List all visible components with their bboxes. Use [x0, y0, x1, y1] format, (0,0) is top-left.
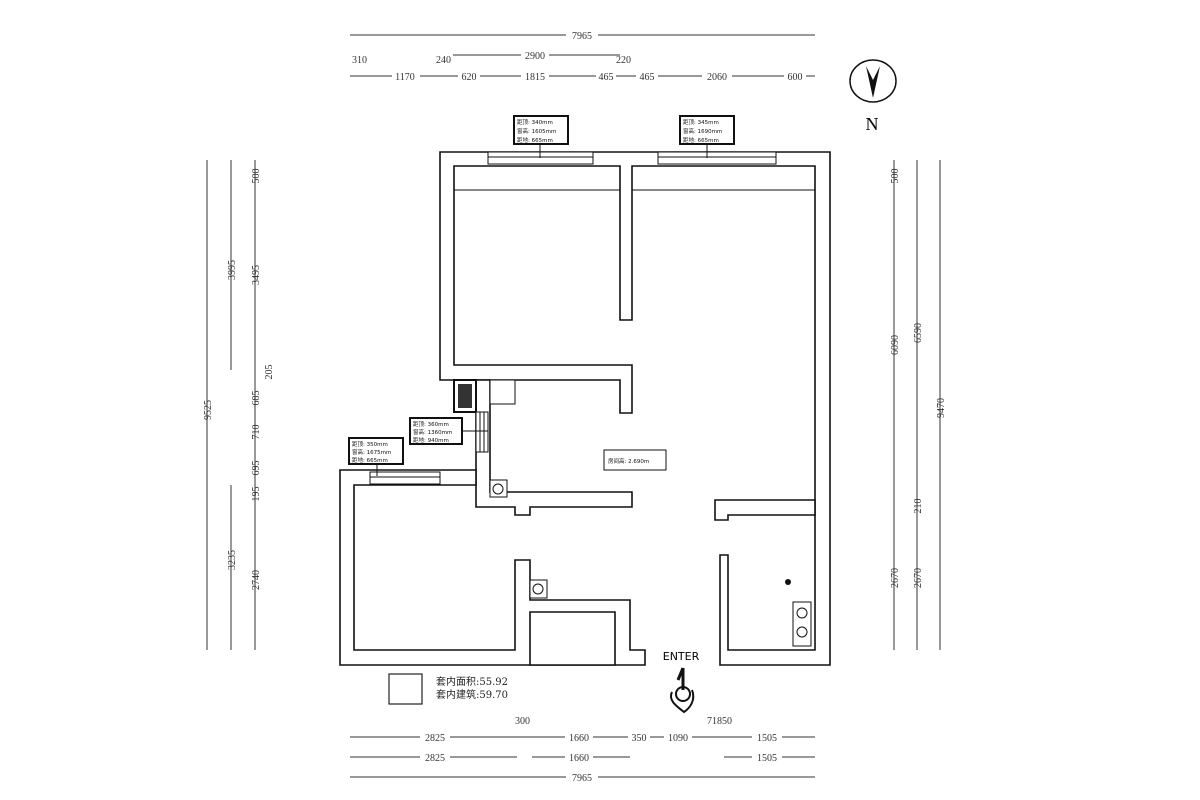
dim-label: 2740 — [251, 570, 262, 590]
window — [475, 411, 489, 453]
inner-area-label: 套内面积:55.92 — [436, 675, 508, 688]
north-compass-icon: N — [849, 59, 897, 134]
dim-label: 2060 — [707, 72, 727, 83]
tag-line: 窗高: 1675mm — [352, 448, 391, 456]
sink-icon — [792, 601, 812, 647]
dim-label: 2825 — [425, 733, 445, 744]
dim-label: 3495 — [251, 265, 262, 285]
bottom-dimensions: 300 71850 2825 1660 350 1090 1505 2825 1… — [350, 716, 815, 784]
window-tag: 距顶: 350mm 窗高: 1675mm 距地: 665mm — [348, 437, 404, 476]
dim-label: 500 — [890, 169, 901, 184]
left-dimensions: 9525 3995 3235 500 3495 685 710 695 195 … — [203, 160, 275, 650]
dim-label: 2670 — [890, 568, 901, 588]
tag-line: 窗高: 1360mm — [413, 428, 452, 436]
dim-label: 71850 — [707, 716, 732, 727]
walls — [339, 151, 831, 666]
top-dimensions: 7965 2900 310 240 220 1170 620 1815 465 … — [350, 29, 815, 83]
dim-label: 695 — [251, 461, 262, 476]
dim-span: 2900 — [525, 51, 545, 62]
tag-line: 距地: 665mm — [352, 456, 388, 464]
room-height-tag: 房间高: 2.690m — [603, 449, 667, 471]
dim-label: 465 — [640, 72, 655, 83]
tag-line: 窗高: 1690mm — [683, 127, 722, 135]
dim-label: 205 — [264, 365, 275, 380]
window-tag: 距顶: 360mm 窗高: 1360mm 距地: 940mm — [409, 417, 488, 445]
dim-label: 1815 — [525, 72, 545, 83]
right-dimensions: 500 6090 2670 6590 210 2670 9470 — [890, 160, 947, 650]
tag-line: 窗高: 1605mm — [517, 127, 556, 135]
dim-label: 3995 — [227, 260, 238, 280]
drain-icon — [529, 579, 548, 599]
tag-line: 距顶: 345mm — [683, 119, 719, 126]
dim-label: 2670 — [913, 568, 924, 588]
gas-meter-icon — [785, 579, 791, 585]
dim-label: 1090 — [668, 733, 688, 744]
dim-total-bottom: 7965 — [572, 773, 592, 784]
dim-label: 9525 — [203, 400, 214, 420]
dim-label: 1660 — [569, 733, 589, 744]
dim-label: 500 — [251, 169, 262, 184]
dim-label: 1505 — [757, 733, 777, 744]
tag-line: 距顶: 360mm — [413, 421, 449, 428]
dim-label: 6090 — [890, 335, 901, 355]
dim-label: 1505 — [757, 753, 777, 764]
dim-label: 210 — [913, 499, 924, 514]
dim-label: 310 — [352, 55, 367, 66]
dim-label: 3235 — [227, 550, 238, 570]
dim-label: 1170 — [395, 72, 415, 83]
dim-label: 220 — [616, 55, 631, 66]
dim-label: 2825 — [425, 753, 445, 764]
dim-label: 685 — [251, 391, 262, 406]
tag-line: 距地: 665mm — [517, 136, 553, 144]
area-legend: 套内面积:55.92 套内建筑:59.70 — [388, 673, 508, 705]
dim-label: 240 — [436, 55, 451, 66]
cabinet-icon — [489, 379, 516, 405]
dim-label: 1660 — [569, 753, 589, 764]
dim-label: 465 — [599, 72, 614, 83]
building-area-label: 套内建筑:59.70 — [436, 688, 508, 701]
room-height-label: 房间高: 2.690m — [608, 457, 649, 465]
dim-label: 600 — [788, 72, 803, 83]
dim-label: 350 — [632, 733, 647, 744]
entrance-marker: ENTER — [663, 650, 700, 714]
tag-line: 距地: 940mm — [413, 436, 449, 444]
dim-label: 710 — [251, 425, 262, 440]
tag-line: 距地: 665mm — [683, 136, 719, 144]
dim-total-top: 7965 — [572, 31, 592, 42]
dim-label: 9470 — [936, 398, 947, 418]
dim-label: 6590 — [913, 323, 924, 343]
north-label: N — [866, 114, 879, 134]
tag-line: 距顶: 340mm — [517, 119, 553, 126]
person-icon — [675, 686, 691, 702]
window-tag: 距顶: 345mm 窗高: 1690mm 距地: 665mm — [679, 115, 735, 158]
dim-label: 300 — [515, 716, 530, 727]
dim-label: 195 — [251, 487, 262, 502]
tag-line: 距顶: 350mm — [352, 441, 388, 448]
dim-label: 620 — [462, 72, 477, 83]
enter-label: ENTER — [663, 650, 700, 663]
window-tag: 距顶: 340mm 窗高: 1605mm 距地: 665mm — [513, 115, 569, 158]
